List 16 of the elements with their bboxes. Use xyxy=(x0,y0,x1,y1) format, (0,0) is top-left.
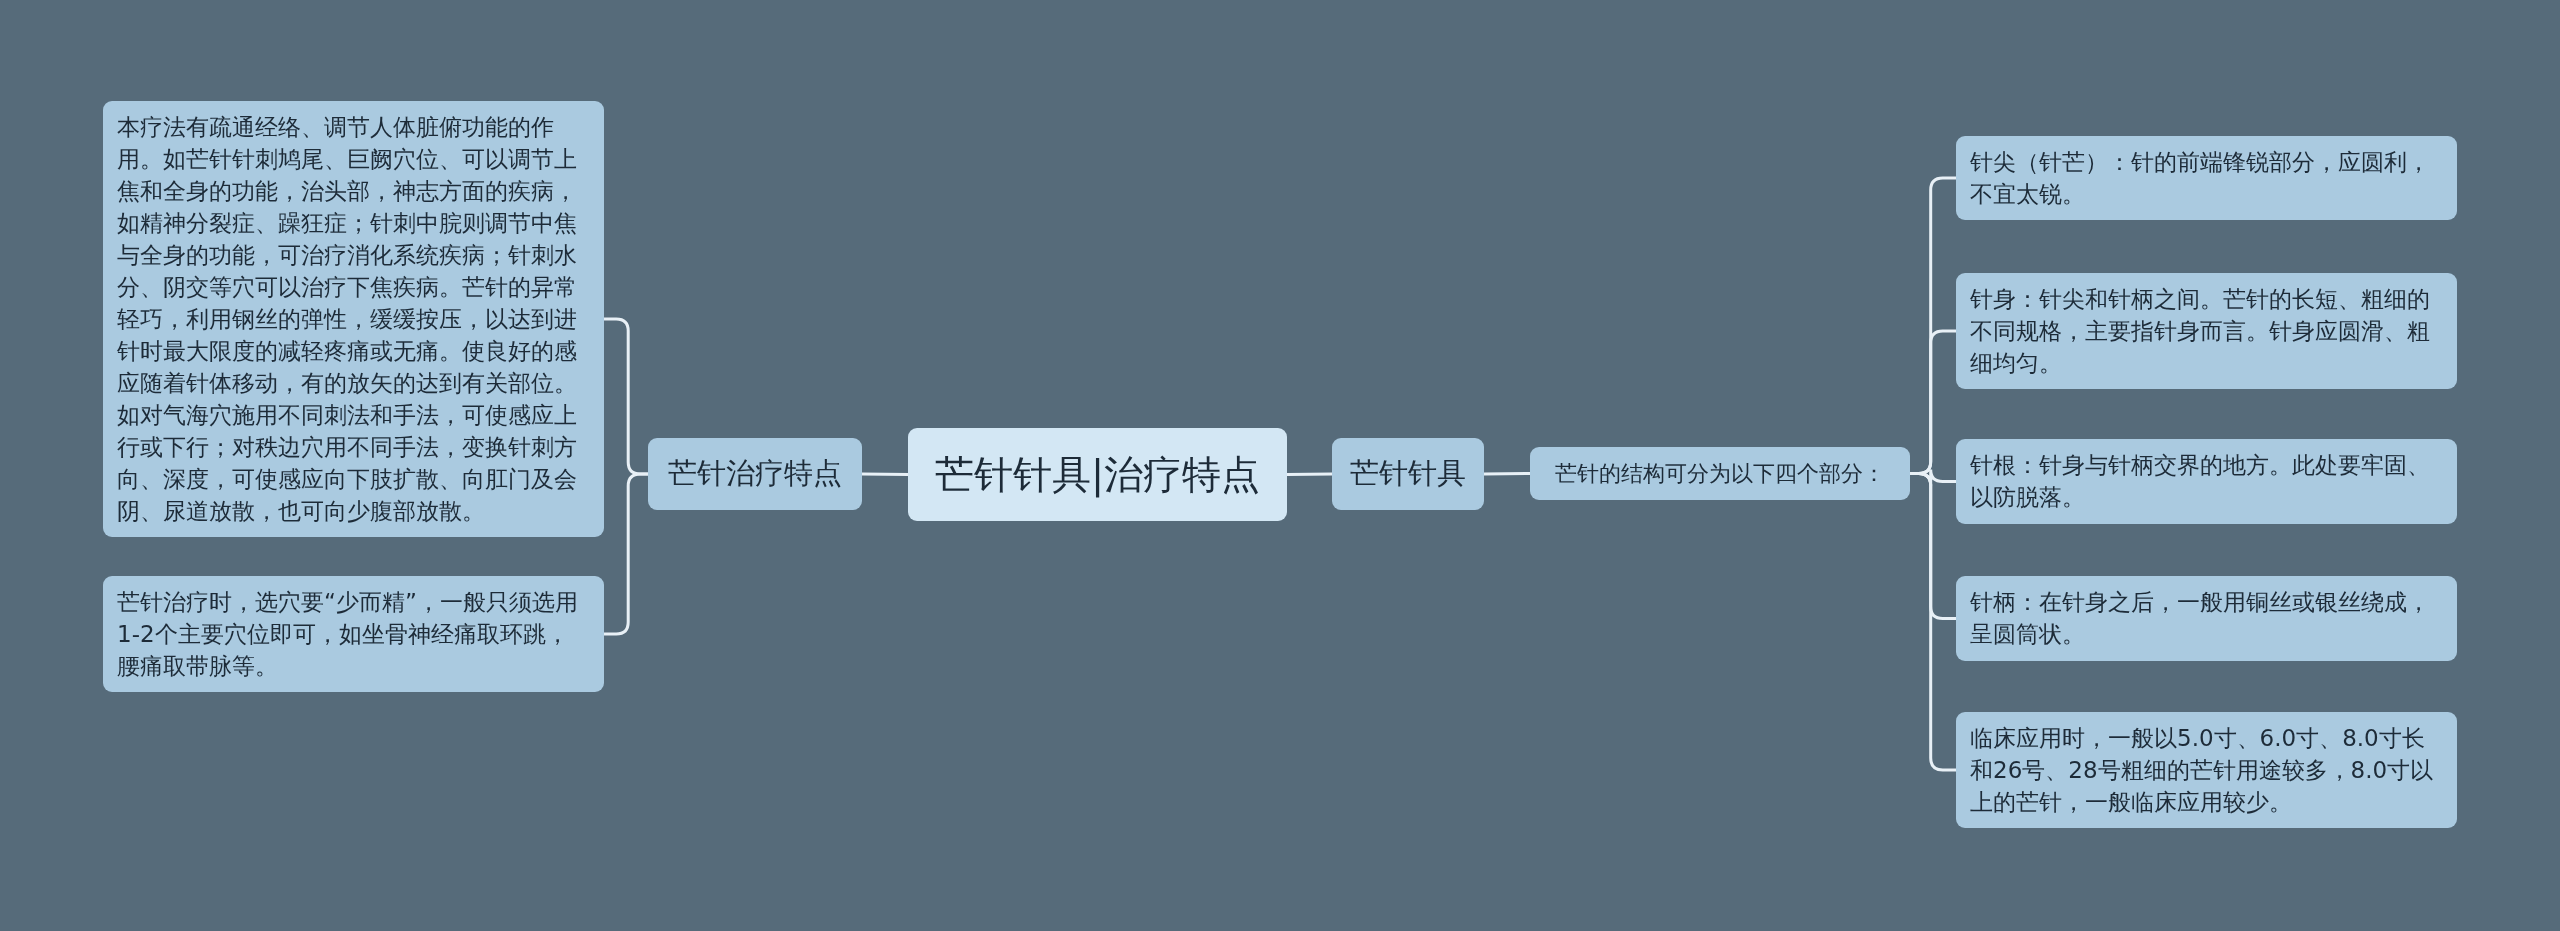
topic-box: 芒针的结构可分为以下四个部分： xyxy=(1530,447,1910,500)
connector-line xyxy=(1287,472,1332,476)
text-card: 针根：针身与针柄交界的地方。此处要牢固、以防脱落。 xyxy=(1956,439,2457,524)
central-topic: 芒针针具|治疗特点 xyxy=(908,428,1287,521)
connector-line xyxy=(862,472,908,476)
text-card: 针尖（针芒）：针的前端锋锐部分，应圆利，不宜太锐。 xyxy=(1956,136,2457,220)
text-card: 芒针治疗时，选穴要“少而精”，一般只须选用1-2个主要穴位即可，如坐骨神经痛取环跳，腰痛取带脉等。 xyxy=(103,576,604,692)
text-card: 临床应用时，一般以5.0寸、6.0寸、8.0寸长和26号、28号粗细的芒针用途较多，8.0寸以上的芒针，一般临床应用较少。 xyxy=(1956,712,2457,828)
connector-line xyxy=(604,472,648,636)
topic-box: 芒针针具 xyxy=(1332,438,1484,510)
topic-box: 芒针治疗特点 xyxy=(648,438,862,510)
text-card: 针身：针尖和针柄之间。芒针的长短、粗细的不同规格，主要指针身而言。针身应圆滑、粗细均匀。 xyxy=(1956,273,2457,389)
connector-line xyxy=(1910,472,1956,772)
connector-line xyxy=(1484,472,1530,476)
text-card: 针柄：在针身之后，一般用铜丝或银丝绕成，呈圆筒状。 xyxy=(1956,576,2457,661)
text-card: 本疗法有疏通经络、调节人体脏俯功能的作用。如芒针针刺鸠尾、巨阙穴位、可以调节上焦和全身的功能，治头部，神志方面的疾病，如精神分裂症、躁狂症；针刺中脘则调节中焦与全身的功能，可治疗消化系统疾病；针刺水分、阴交等穴可以治疗下焦疾病。芒针的异常轻巧，利用钢丝的弹性，缓缓按压，以达到进针时最大限度的减轻疼痛或无痛。使良好的感应随着针体移动，有的放矢的达到有关部位。如对气海穴施用不同刺法和手法，可使感应上行或下行；对秩边穴用不同手法，变换针刺方向、深度，可使感应向下肢扩散、向肛门及会阴、尿道放散，也可向少腹部放散。 xyxy=(103,101,604,537)
